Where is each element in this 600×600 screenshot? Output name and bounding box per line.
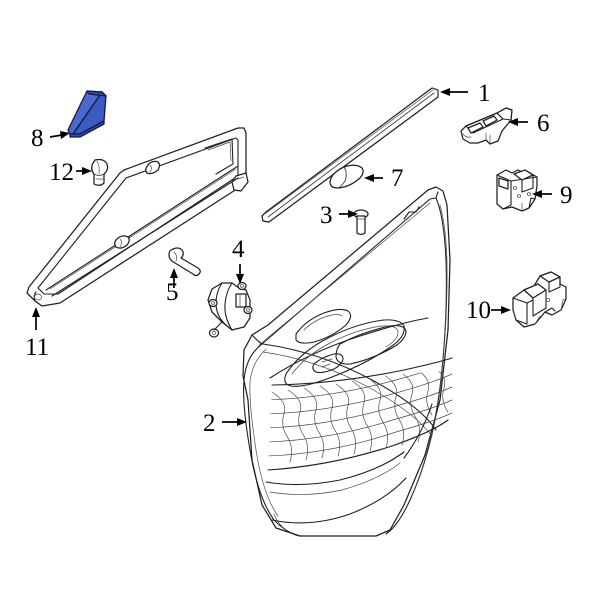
part-10-window-switch <box>512 271 567 328</box>
part-8-corner-trim-cover-highlighted <box>67 90 107 138</box>
callout-1[interactable]: 1 <box>440 80 491 107</box>
callout-8[interactable]: 8 <box>31 125 70 152</box>
callout-10[interactable]: 10 <box>466 297 511 324</box>
part-11-water-deflector <box>26 127 249 307</box>
arrow-icon <box>508 118 518 126</box>
arrow-icon <box>32 307 40 317</box>
callout-12[interactable]: 12 <box>49 159 92 186</box>
callout-1-label: 1 <box>478 80 491 107</box>
arrow-icon <box>348 210 358 218</box>
callout-11[interactable]: 11 <box>25 307 49 361</box>
arrow-icon <box>237 418 247 426</box>
callout-5[interactable]: 5 <box>166 268 179 306</box>
callout-10-label: 10 <box>466 297 491 324</box>
arrow-icon <box>532 190 542 198</box>
part-2-door-trim-panel <box>242 186 453 537</box>
callout-4[interactable]: 4 <box>232 236 245 284</box>
callout-11-label: 11 <box>25 334 49 361</box>
arrow-icon <box>60 131 70 139</box>
callout-7[interactable]: 7 <box>364 165 404 192</box>
callout-9[interactable]: 9 <box>532 182 573 209</box>
callout-6[interactable]: 6 <box>508 110 550 137</box>
callout-5-label: 5 <box>166 279 179 306</box>
callout-12-label: 12 <box>49 159 74 186</box>
callout-3-label: 3 <box>320 202 333 229</box>
part-12-retainer-clip <box>91 158 109 186</box>
part-6-switch-bezel <box>460 107 513 145</box>
callout-6-label: 6 <box>537 110 550 137</box>
callout-2[interactable]: 2 <box>203 410 247 437</box>
arrow-icon <box>501 306 511 314</box>
part-1-belt-weatherstrip <box>261 87 439 223</box>
callout-9-label: 9 <box>560 182 573 209</box>
callout-2-label: 2 <box>203 410 216 437</box>
part-5-pin <box>168 247 201 277</box>
callout-8-label: 8 <box>31 125 44 152</box>
arrow-icon <box>364 174 374 182</box>
arrow-icon <box>236 274 244 284</box>
arrow-icon <box>170 268 178 278</box>
callout-3[interactable]: 3 <box>320 202 358 229</box>
callout-4-label: 4 <box>232 236 245 263</box>
part-9-window-switch <box>496 169 538 212</box>
arrow-icon <box>82 167 92 175</box>
speaker-grille-mesh <box>268 370 453 463</box>
part-7-cap <box>329 164 364 189</box>
arrow-icon <box>440 88 450 96</box>
callout-7-label: 7 <box>391 165 404 192</box>
part-4-latch-striker <box>207 281 253 338</box>
